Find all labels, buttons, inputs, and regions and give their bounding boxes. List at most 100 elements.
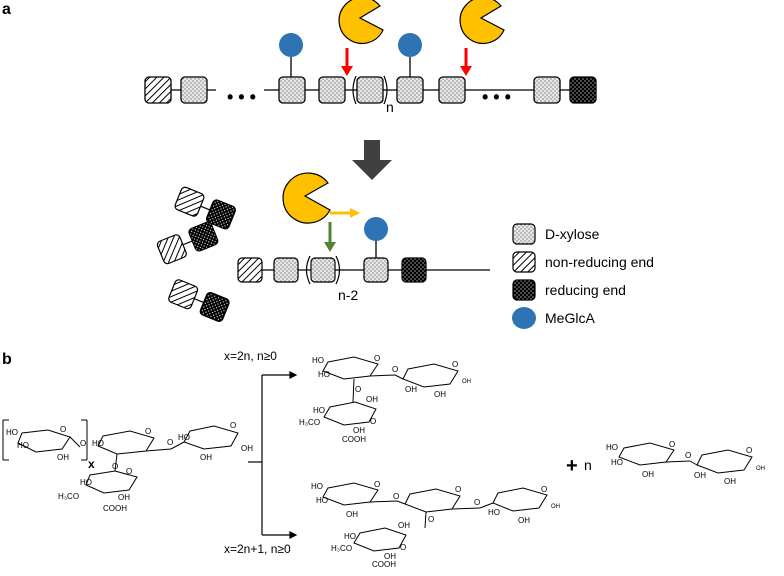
atom-label: O [370, 417, 376, 426]
big-down-arrow-icon [352, 140, 392, 180]
atom-label: OH [346, 510, 358, 519]
ellipsis-right: • • • [482, 87, 511, 107]
legend-xylose: D-xylose [545, 226, 600, 242]
condition-bottom: x=2n+1, n≥0 [224, 542, 291, 556]
atom-label: OH [462, 379, 471, 385]
atom-label: H₃CO [58, 492, 79, 501]
atom-label: OH [518, 516, 530, 525]
meglca-branch [398, 33, 422, 57]
atom-label: HO [80, 478, 92, 487]
atom-label: OH [57, 453, 69, 462]
xylose-unit [438, 76, 466, 104]
legend-xylose-swatch [512, 223, 536, 245]
atom-label: OH [366, 395, 378, 404]
atom-label: OH [724, 477, 736, 486]
red-down-arrow-icon [460, 48, 472, 76]
atom-label: OH [200, 453, 212, 462]
nonreducing-end-unit [144, 76, 172, 104]
atom-label: O [541, 485, 547, 494]
atom-label: O [685, 451, 691, 460]
xylan-structure-left [2, 419, 239, 494]
atom-label: OH [551, 504, 560, 510]
green-down-arrow-icon [324, 222, 336, 252]
atom-label: HO [488, 508, 500, 517]
atom-label: O [455, 485, 461, 494]
atom-label: HO [311, 482, 323, 491]
atom-label: O [355, 385, 361, 394]
repeat-bracket-left [352, 75, 357, 105]
xylan-backbone: • • • • • • [144, 76, 597, 107]
xylose-unit [278, 76, 306, 104]
meglca-branch [364, 217, 388, 241]
atom-label: OH [642, 470, 654, 479]
atom-label: O [393, 492, 399, 501]
meglca-branch [279, 33, 303, 57]
enzyme-pacman-icon [338, 0, 384, 44]
atom-label: HO [17, 441, 29, 450]
repeat-n-label: n [386, 99, 394, 115]
repeat-x-label: x [88, 457, 95, 471]
atom-label: O [669, 440, 675, 449]
atom-label: HO [6, 428, 18, 437]
atom-label: OH [405, 385, 417, 394]
ellipsis-left: • • • [227, 87, 256, 107]
legend: D-xylose non-reducing end reducing end M… [512, 223, 654, 329]
legend-meglca-swatch [512, 307, 536, 329]
atom-label: HO [92, 439, 104, 448]
xylobiose-structure [618, 442, 753, 474]
yellow-right-arrow-icon [330, 208, 360, 218]
atom-label: O [167, 438, 173, 447]
atom-label: OH [694, 471, 706, 480]
atom-label: O [112, 462, 118, 471]
legend-nonreducing: non-reducing end [545, 254, 654, 270]
repeat-bracket-right [383, 75, 388, 105]
product-structure-bottom [322, 482, 548, 552]
atom-label: O [60, 425, 66, 434]
atom-label: O [80, 439, 86, 448]
atom-label: O [374, 480, 380, 489]
xylose-unit [318, 76, 346, 104]
condition-top: x=2n, n≥0 [224, 349, 277, 363]
repeat-n2-label: n-2 [338, 287, 358, 303]
atom-label: O [126, 467, 132, 476]
plus-sign: + [566, 455, 578, 477]
atom-label: H₃CO [299, 418, 320, 427]
atom-label: O [400, 543, 406, 552]
xylose-unit-repeat [356, 76, 384, 104]
legend-nonreducing-swatch [512, 251, 536, 273]
atom-label: COOH [342, 435, 366, 444]
atom-label: O [746, 446, 752, 455]
atom-label: HO [316, 496, 328, 505]
atom-label: HO [611, 458, 623, 467]
atom-label: OH [398, 521, 410, 530]
released-xylobiose [156, 186, 236, 323]
atom-label: O [374, 354, 380, 363]
atom-label: O [392, 365, 398, 374]
legend-reducing-swatch [512, 279, 536, 301]
atom-label: OH [756, 466, 765, 472]
atom-label: COOH [103, 504, 127, 513]
atom-label: O [145, 427, 151, 436]
atom-label: HO [606, 443, 618, 452]
atom-label: OH [118, 493, 130, 502]
xylose-unit [396, 76, 424, 104]
product-structure-top [322, 356, 459, 426]
xylose-unit [180, 76, 208, 104]
legend-meglca: MeGlcA [545, 310, 595, 326]
reducing-end-unit [569, 76, 597, 104]
atom-label: HO [178, 433, 190, 442]
atom-label: H₃CO [331, 544, 352, 553]
atom-label: HO [344, 532, 356, 541]
atom-label: OH [353, 426, 365, 435]
atom-label: COOH [372, 560, 396, 569]
atom-label: O [230, 421, 236, 430]
atom-label: OH [384, 552, 396, 561]
atom-label: OH [434, 390, 446, 399]
enzyme-pacman-icon [459, 0, 505, 44]
atom-label: OH [241, 444, 253, 453]
reaction-branch [248, 371, 298, 539]
enzyme-pacman-icon [282, 172, 331, 224]
atom-label: O [428, 515, 434, 524]
xylose-unit [533, 76, 561, 104]
